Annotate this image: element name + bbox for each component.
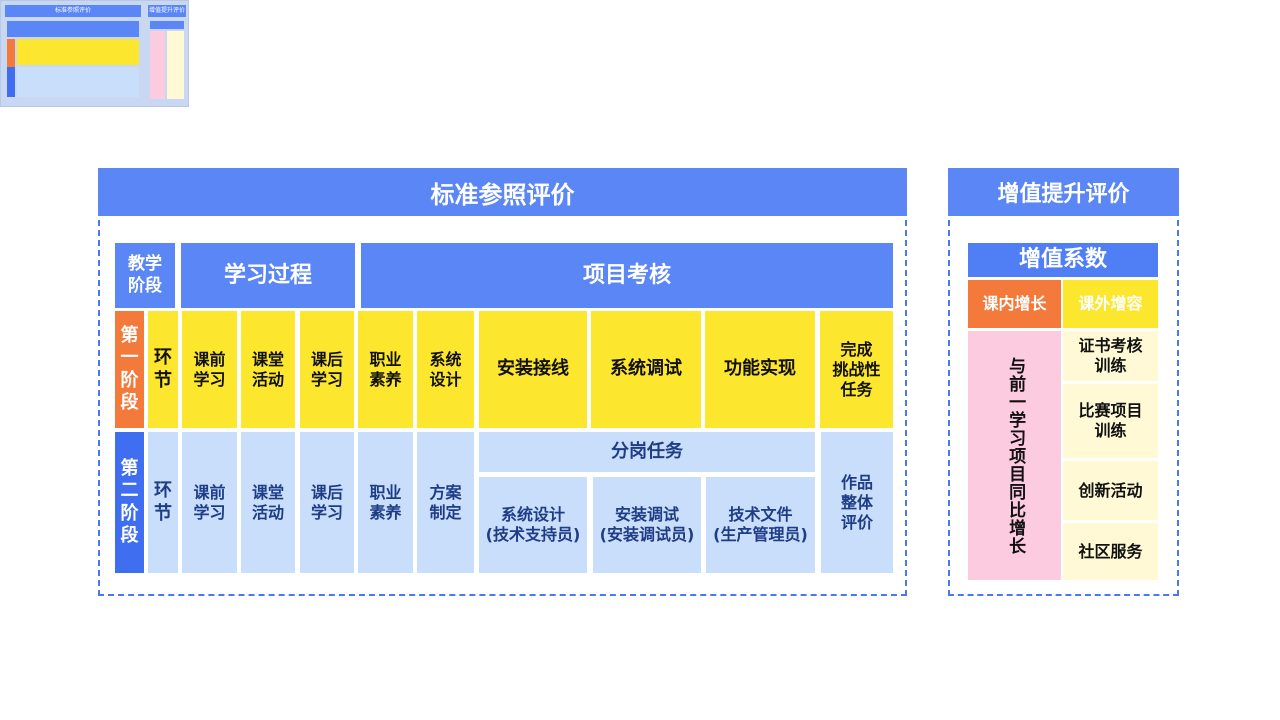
col-header-stage: 教学 阶段 <box>115 243 175 308</box>
thumbnail-inner <box>150 31 165 99</box>
stage1-debugging: 系统调试 <box>591 311 701 428</box>
value-added-title: 增值提升评价 <box>948 168 1179 216</box>
thumbnail-stage1-marker <box>7 39 15 67</box>
stage2-in-class: 课堂 活动 <box>241 432 295 573</box>
stage2-role-system-design: 系统设计 (技术支持员) <box>479 477 587 573</box>
outer-certificate-training: 证书考核 训练 <box>1063 331 1158 381</box>
outer-community-service: 社区服务 <box>1063 523 1158 580</box>
stage2-final-evaluation: 作品 整体 评价 <box>821 432 893 573</box>
thumbnail-coef <box>150 21 184 29</box>
stage2-role-tech-docs: 技术文件 (生产管理员) <box>706 477 815 573</box>
stage2-plan: 方案 制定 <box>417 432 474 573</box>
stage1-post-class: 课后 学习 <box>300 311 354 428</box>
stage1-challenge-task: 完成 挑战性 任务 <box>820 311 893 428</box>
stage1-professional: 职业 素养 <box>358 311 413 428</box>
thumbnail-stage2-marker <box>7 67 15 97</box>
stage1-install-wiring: 安装接线 <box>479 311 587 428</box>
stage2-label: 第 二 阶 段 <box>115 432 144 573</box>
col-header-learning: 学习过程 <box>181 243 355 308</box>
stage1-system-design: 系统 设计 <box>417 311 474 428</box>
outer-competition-training: 比赛项目 训练 <box>1063 384 1158 458</box>
slide-thumbnail[interactable]: 标准参照评价 增值提升评价 <box>0 0 189 107</box>
thumbnail-stage2-row <box>17 67 139 97</box>
thumbnail-stage1-row <box>17 39 139 65</box>
stage1-pre-class: 课前 学习 <box>182 311 237 428</box>
thumbnail-left-title: 标准参照评价 <box>5 5 141 17</box>
thumbnail-right-title: 增值提升评价 <box>148 5 186 17</box>
stage1-in-class: 课堂 活动 <box>241 311 295 428</box>
stage2-huanjie: 环 节 <box>148 432 178 573</box>
stage2-role-tasks-header: 分岗任务 <box>479 432 815 472</box>
value-coefficient-header: 增值系数 <box>968 243 1158 277</box>
out-of-class-growth: 课外增容 <box>1063 280 1158 328</box>
standard-title: 标准参照评价 <box>98 168 907 216</box>
thumbnail-outer <box>167 31 184 99</box>
stage2-role-install-debug: 安装调试 (安装调试员) <box>593 477 701 573</box>
stage1-huanjie: 环 节 <box>148 311 178 428</box>
in-class-growth-description: 与前一学习项目同比增长 <box>968 331 1061 580</box>
stage2-pre-class: 课前 学习 <box>182 432 237 573</box>
stage1-function: 功能实现 <box>705 311 815 428</box>
stage2-post-class: 课后 学习 <box>300 432 354 573</box>
in-class-growth: 课内增长 <box>968 280 1061 328</box>
outer-innovation-activity: 创新活动 <box>1063 461 1158 520</box>
col-header-project: 项目考核 <box>361 243 893 308</box>
thumbnail-header-row <box>7 21 139 37</box>
stage2-professional: 职业 素养 <box>358 432 413 573</box>
stage1-label: 第 一 阶 段 <box>115 311 144 428</box>
